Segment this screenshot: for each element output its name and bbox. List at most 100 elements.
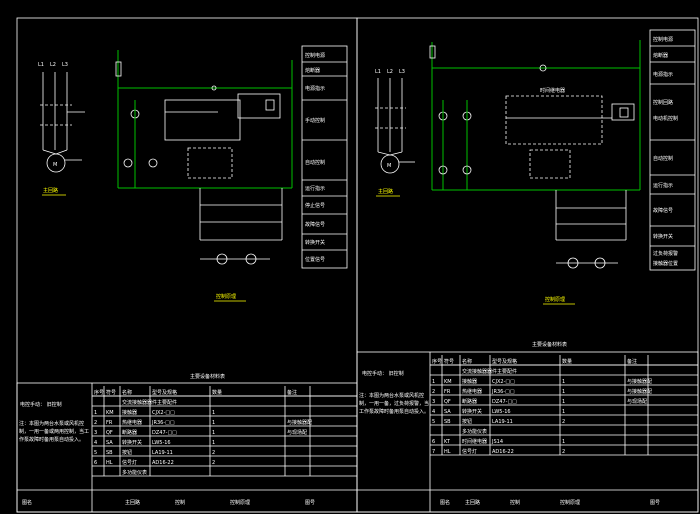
table-cell: 1 — [212, 420, 215, 426]
left-relay-box — [187, 147, 233, 179]
table-cell: 7 — [432, 449, 435, 455]
svg-text:时间继电器: 时间继电器 — [540, 87, 565, 94]
table-cell: DZ47-□□ — [152, 430, 177, 436]
table-cell: AD16-22 — [152, 460, 174, 466]
table-header-cell: 型号及规格 — [152, 389, 177, 396]
table-cell: 1 — [212, 410, 215, 416]
left-panel-label-6: 停止信号 — [305, 202, 325, 209]
table-cell: 1 — [212, 430, 215, 436]
svg-text:M: M — [53, 162, 57, 168]
table-cell: DZ47-□□ — [492, 399, 517, 405]
right-note-title: 电控手动： 旧控制 — [362, 370, 404, 377]
right-panel-label-9: 过负荷报警 — [653, 250, 678, 257]
table-header-cell: 序号 — [432, 358, 442, 365]
left-coil-icon — [265, 99, 275, 111]
table-cell: 2 — [212, 460, 215, 466]
left-label-panel: 控制电源 熔断器 电源指示 手动控制 自动控制 运行指示 停止信号 故障信号 转… — [301, 45, 348, 269]
table-cell: 与接触器配 — [627, 378, 652, 385]
right-panel-label-10: 接触器位置 — [653, 260, 678, 267]
table-cell: FR — [106, 420, 113, 426]
table-cell: 与现场配 — [287, 429, 307, 436]
left-panel-label-9: 位置信号 — [305, 256, 325, 263]
table-cell: 3 — [94, 430, 97, 436]
table-cell: KM — [106, 410, 114, 416]
left-panel-label-5: 运行指示 — [305, 185, 325, 192]
left-note-title: 电控手动： 旧控制 — [20, 401, 62, 408]
right-bus-l2: L2 — [387, 69, 393, 75]
right-main-circuit-label: 主回路 — [378, 188, 393, 195]
left-footer-4: 图号 — [305, 500, 315, 506]
table-cell: 2 — [432, 389, 435, 395]
right-panel-label-5: 自动控制 — [653, 155, 673, 162]
table-cell: AD16-22 — [492, 449, 514, 455]
table-cell: 6 — [432, 439, 435, 445]
table-cell: 5 — [94, 450, 97, 456]
table-cell: 多功能仪表 — [462, 428, 487, 435]
table-header-cell: 符号 — [444, 358, 454, 365]
table-header-cell: 型号及规格 — [492, 358, 517, 365]
table-cell: HL — [106, 460, 113, 466]
table-cell: 热继电器 — [462, 388, 482, 395]
table-cell: 1 — [562, 389, 565, 395]
right-footer-4: 图号 — [650, 500, 660, 506]
table-header-cell: 数量 — [212, 389, 222, 396]
left-control-label: 控制原理 — [216, 293, 236, 300]
right-coil-icon — [619, 107, 629, 118]
table-cell: 2 — [562, 449, 565, 455]
table-cell: 4 — [94, 440, 97, 446]
left-panel-label-8: 转换开关 — [305, 239, 325, 246]
right-panel-label-0: 控制电源 — [653, 36, 673, 43]
table-cell: LA19-11 — [152, 450, 173, 456]
left-panel-label-4: 自动控制 — [305, 159, 325, 166]
right-footer-1: 主回路 — [465, 499, 480, 506]
table-cell: 2 — [212, 450, 215, 456]
table-cell: 2 — [94, 420, 97, 426]
table-cell: JR36-□□ — [151, 420, 175, 426]
table-cell: 3 — [432, 399, 435, 405]
right-main-circuit: L1 L2 L3 M 主回路 — [375, 69, 415, 197]
table-cell: 按钮 — [462, 418, 472, 425]
table-cell: LA19-11 — [492, 419, 513, 425]
table-cell: KT — [444, 439, 451, 445]
left-bus-l3: L3 — [62, 62, 68, 68]
table-cell: 与接触器配 — [287, 419, 312, 426]
left-footer-2: 控制 — [175, 499, 185, 506]
table-cell: 多功能仪表 — [122, 469, 147, 476]
left-panel-label-2: 电源指示 — [305, 85, 325, 92]
table-cell: 转换开关 — [462, 408, 482, 415]
right-control-label: 控制原理 — [545, 296, 565, 303]
table-cell: FR — [444, 389, 451, 395]
right-panel-label-3: 控制回路 — [653, 99, 673, 106]
right-fuse-icon — [429, 45, 436, 59]
table-cell: 1 — [562, 379, 565, 385]
left-fuse-icon — [115, 61, 122, 77]
right-bus-l1: L1 — [375, 69, 381, 75]
table-cell: 4 — [432, 409, 435, 415]
table-cell: 转换开关 — [122, 439, 142, 446]
right-footer-0: 图名 — [440, 499, 450, 506]
table-cell: LW5-16 — [492, 409, 511, 415]
table-cell: CJX2-□□ — [492, 379, 515, 385]
table-cell: 时间继电器 — [462, 438, 487, 445]
table-cell: 1 — [562, 399, 565, 405]
table-cell: 2 — [562, 419, 565, 425]
table-cell: 断路器 — [462, 398, 477, 405]
table-cell: QF — [106, 430, 113, 436]
table-header-cell: 数量 — [562, 358, 572, 365]
table-cell: 断路器 — [122, 429, 137, 436]
left-footer-3: 控制原理 — [230, 499, 250, 506]
left-panel-label-1: 熔断器 — [305, 67, 320, 74]
table-cell: 1 — [212, 440, 215, 446]
table-cell: JR36-□□ — [491, 389, 515, 395]
table-header-cell: 备注 — [627, 358, 637, 365]
table-header-cell: 名称 — [462, 358, 472, 365]
table-cell: HL — [444, 449, 451, 455]
left-panel-label-0: 控制电源 — [305, 52, 325, 59]
left-bus-l1: L1 — [38, 62, 44, 68]
table-cell: 1 — [562, 439, 565, 445]
right-label-panel: 控制电源 熔断器 电源指示 控制回路 电动机控制 自动控制 运行指示 故障信号 … — [649, 29, 696, 271]
table-cell: 6 — [94, 460, 97, 466]
right-equipment-table: 主要设备材料表 电控手动： 旧控制 注：本图为两台水泵或风机控制，一用一备，过负… — [356, 341, 699, 513]
table-header-cell: 名称 — [122, 389, 132, 396]
